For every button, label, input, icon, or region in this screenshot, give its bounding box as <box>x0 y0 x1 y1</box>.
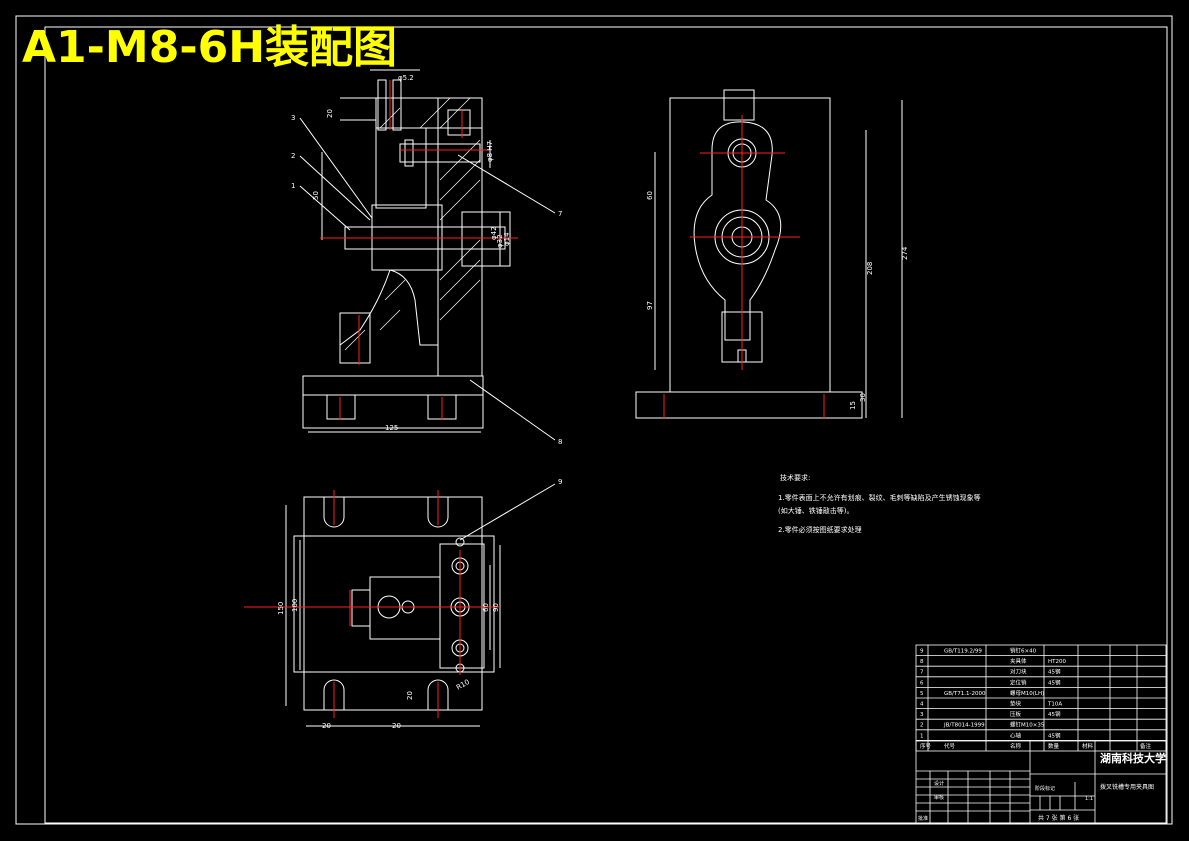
parts-list <box>915 644 1167 752</box>
top-dim-60: 60 <box>482 603 490 612</box>
front-dim-phi42: φ42 <box>490 226 498 240</box>
front-labels: 125 20 50 φ42 φ32 φ14 φ8 H7 φ5.2 3 2 1 7… <box>291 74 562 446</box>
scale-value: 1:1 <box>1085 796 1093 802</box>
sheet-outer-border <box>15 15 1173 825</box>
parts-header-cell: 材料 <box>1082 742 1094 750</box>
balloon-7: 7 <box>558 210 562 218</box>
parts-cell: 螺钉M10×35 <box>1010 721 1045 729</box>
parts-cell: 9 <box>920 649 924 655</box>
front-base <box>302 375 484 429</box>
parts-cell: GB/T119.2/99 <box>944 649 982 655</box>
balloon-8: 8 <box>558 438 562 446</box>
top-dim-radius: R10 <box>455 678 471 692</box>
top-labels: 150 100 60 90 20 20 R10 20 9 <box>277 478 562 730</box>
sheet-inner-border <box>44 26 1168 824</box>
front-dim-phi14: φ14 <box>503 232 511 246</box>
parts-cell: 定位销 <box>1010 678 1027 686</box>
parts-cell: JB/T8014-1999 <box>943 723 985 729</box>
balloon-1: 1 <box>291 182 295 190</box>
front-centerlines <box>320 80 518 420</box>
side-dim-60: 60 <box>646 191 654 200</box>
parts-cell: 1 <box>920 733 924 739</box>
front-dim-phi32: φ32 <box>496 234 504 248</box>
parts-cell: 45钢 <box>1048 710 1061 718</box>
top-dim-slot: 20 <box>406 691 414 700</box>
side-fork <box>693 121 782 341</box>
tech-item-1: 1.零件表面上不允许有划痕、裂纹、毛刺等缺陷及产生锈蚀现象等 <box>778 493 981 502</box>
parts-cell: 3 <box>920 712 924 718</box>
parts-cell: 6 <box>920 680 924 686</box>
balloon-3: 3 <box>291 114 295 122</box>
side-view <box>635 89 903 419</box>
parts-cell: 心轴 <box>1010 731 1022 739</box>
side-body <box>669 97 831 393</box>
balloon-2: 2 <box>291 152 295 160</box>
parts-cell: 4 <box>920 702 924 708</box>
side-centerlines <box>663 115 825 418</box>
front-dim-top: 20 <box>326 109 334 118</box>
side-labels: 60 97 208 274 30 15 <box>646 191 909 410</box>
side-dim-208: 208 <box>866 262 874 275</box>
front-hatch <box>344 97 481 351</box>
label-approval: 批准 <box>918 815 928 822</box>
label-stage: 阶段标记 <box>1035 785 1055 792</box>
parts-cell: 销钉6×40 <box>1010 647 1037 655</box>
top-dim-150: 150 <box>277 602 285 615</box>
front-dim-bottom: 125 <box>385 424 398 432</box>
top-dim-90: 90 <box>492 603 500 612</box>
side-base <box>635 391 863 419</box>
side-dim-30: 30 <box>859 393 867 402</box>
top-view <box>285 483 556 727</box>
tech-item-3: 2.零件必须按图纸要求处理 <box>778 525 862 534</box>
parts-header-cell: 代号 <box>944 742 956 750</box>
drawing-name: 拨叉铣槽专用夹具图 <box>1100 783 1154 791</box>
parts-cell: T10A <box>1047 702 1062 708</box>
side-dim-15: 15 <box>849 401 857 410</box>
parts-cell: 螺母M10(LH) <box>1010 689 1044 697</box>
parts-header-cell: 备注 <box>1140 742 1152 750</box>
parts-cell: 夹具体 <box>1010 657 1027 665</box>
title-block <box>915 740 1167 824</box>
parts-cell: 2 <box>920 723 924 729</box>
parts-header-cell: 序号 <box>920 742 932 750</box>
sheet-info: 共 7 张 第 6 张 <box>1038 814 1079 822</box>
top-base <box>303 496 483 711</box>
top-dim-bottom-mid: 20 <box>392 722 401 730</box>
front-upright <box>437 97 483 377</box>
front-dim-left: 50 <box>312 191 320 200</box>
parts-cell: 压板 <box>1010 710 1022 718</box>
front-dim-top-small: φ5.2 <box>398 74 414 82</box>
top-centerlines <box>244 490 500 718</box>
parts-cell: HT200 <box>1048 659 1066 665</box>
front-view <box>299 69 556 441</box>
parts-list-text: 9 GB/T119.2/99 销钉6×40 8 夹具体 HT200 7 对刀块 45钢 6 定位销 4… <box>920 647 1152 750</box>
label-designer: 设计 <box>934 780 944 787</box>
tech-item-2: (如大锤、铁锤敲击等)。 <box>778 506 853 515</box>
parts-cell: 对刀块 <box>1010 668 1027 676</box>
parts-header-cell: 数量 <box>1048 742 1060 750</box>
top-dim-bottom-left: 20 <box>322 722 331 730</box>
front-dim-small: φ8 H7 <box>486 141 494 162</box>
parts-cell: 45钢 <box>1048 678 1061 686</box>
top-dim-100: 100 <box>291 599 299 612</box>
university-name: 湖南科技大学 <box>1100 751 1166 765</box>
parts-header-cell: 名称 <box>1010 742 1022 750</box>
drawing-title: A1-M8-6H装配图 <box>22 22 397 73</box>
parts-cell: GB/T71.1-2000 <box>944 691 986 697</box>
label-checker: 审核 <box>934 794 944 801</box>
balloon-9: 9 <box>558 478 562 486</box>
parts-cell: 垫块 <box>1010 700 1022 708</box>
parts-cell: 5 <box>920 691 924 697</box>
tech-requirements: 技术要求: 1.零件表面上不允许有划痕、裂纹、毛刺等缺陷及产生锈蚀现象等 (如大… <box>778 473 981 534</box>
parts-cell: 45钢 <box>1048 668 1061 676</box>
title-block-text: 湖南科技大学 拨叉铣槽专用夹具图 1:1 共 7 张 第 6 张 设计 审核 批… <box>918 751 1166 822</box>
side-dim-274: 274 <box>901 246 909 260</box>
parts-cell: 45钢 <box>1048 731 1061 739</box>
parts-cell: 8 <box>920 659 924 665</box>
parts-cell: 7 <box>920 670 924 676</box>
tech-heading: 技术要求: <box>780 473 810 482</box>
side-dim-97: 97 <box>646 301 654 310</box>
